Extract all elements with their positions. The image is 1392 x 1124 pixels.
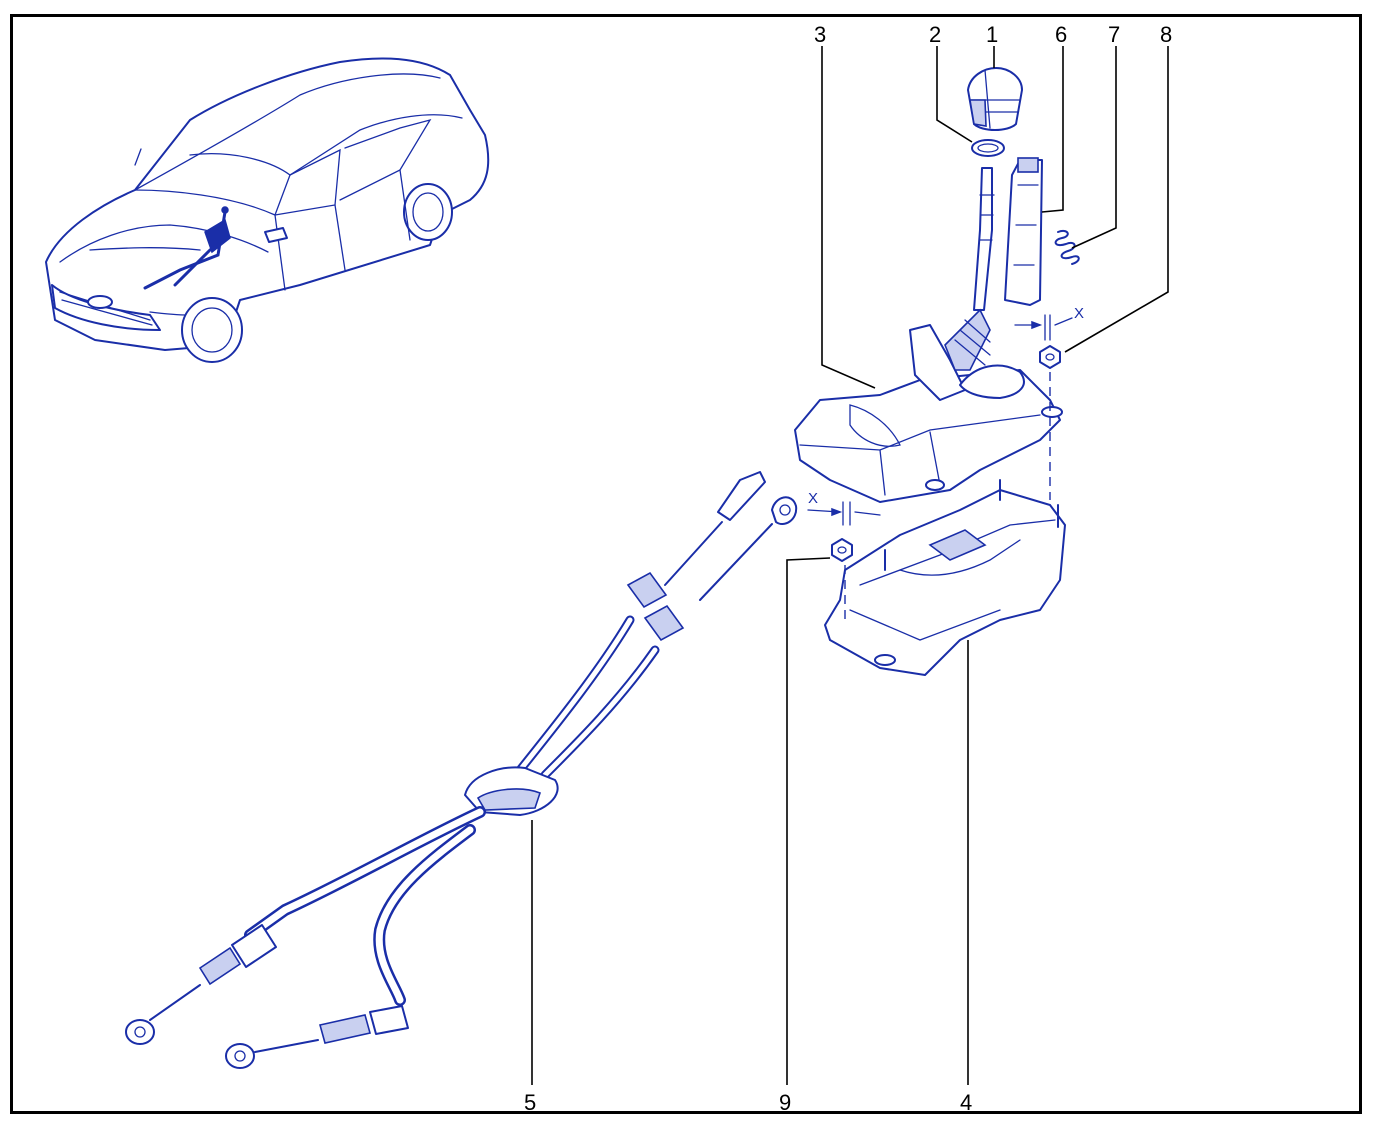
shifter-upper-housing [794,308,1063,503]
callout-leaders [531,46,1169,1085]
nut-9 [831,538,853,562]
shifter-base [824,479,1066,676]
callout-6: 6 [1055,22,1067,47]
callout-3: 3 [814,22,826,47]
lever-sleeve [1004,157,1043,306]
seal-ring [971,139,1005,157]
gear-cables [125,471,798,1069]
nut-8 [1039,345,1061,369]
callout-1: 1 [986,22,998,47]
vehicle-illustration [45,57,490,363]
callout-4: 4 [960,1090,972,1115]
callout-5: 5 [524,1090,536,1115]
callout-labels: 1 2 3 4 5 6 7 8 9 [524,22,1172,1115]
dimension-marker-left: X [807,490,881,526]
callout-2: 2 [929,22,941,47]
callout-7: 7 [1108,22,1120,47]
callout-8: 8 [1160,22,1172,47]
callout-9: 9 [779,1090,791,1115]
gear-knob [967,67,1023,131]
dimension-label-top: X [1074,305,1084,322]
gear-lever [973,167,995,311]
spring [1054,229,1080,265]
dimension-label-left: X [808,490,818,507]
dimension-marker-top: X [1014,305,1084,341]
